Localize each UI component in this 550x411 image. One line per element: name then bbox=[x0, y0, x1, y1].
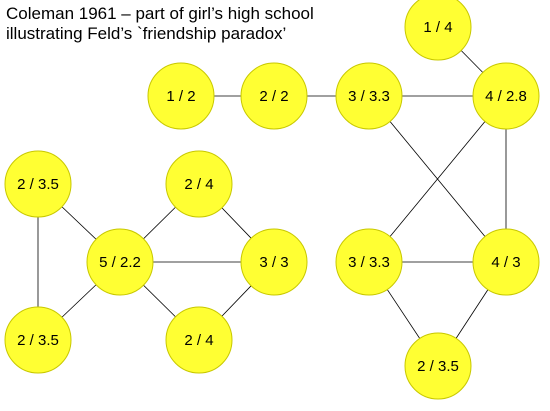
node-g: 2 / 4 bbox=[165, 150, 233, 218]
title-line-2: illustrating Feld’s `friendship paradox’ bbox=[6, 24, 287, 43]
node-label: 3 / 3 bbox=[259, 254, 288, 271]
node-d: 3 / 3.3 bbox=[335, 62, 403, 130]
node-label: 4 / 2.8 bbox=[485, 88, 527, 105]
node-label: 2 / 3.5 bbox=[17, 176, 59, 193]
node-e: 4 / 2.8 bbox=[472, 62, 540, 130]
node-h: 5 / 2.2 bbox=[86, 228, 154, 296]
node-circle bbox=[404, 332, 472, 400]
diagram-title: Coleman 1961 – part of girl’s high schoo… bbox=[6, 4, 314, 44]
node-label: 2 / 3.5 bbox=[17, 332, 59, 349]
title-line-1: Coleman 1961 – part of girl’s high schoo… bbox=[6, 4, 314, 23]
node-b: 1 / 2 bbox=[147, 62, 215, 130]
node-label: 5 / 2.2 bbox=[99, 254, 141, 271]
node-circle bbox=[4, 306, 72, 374]
node-n: 2 / 3.5 bbox=[404, 332, 472, 400]
node-circle bbox=[335, 228, 403, 296]
node-circle bbox=[472, 62, 540, 130]
node-circle bbox=[472, 228, 540, 296]
node-label: 3 / 3.3 bbox=[348, 254, 390, 271]
node-label: 2 / 4 bbox=[184, 332, 213, 349]
node-circle bbox=[240, 62, 308, 130]
node-circle bbox=[404, 0, 472, 61]
node-l: 3 / 3.3 bbox=[335, 228, 403, 296]
node-circle bbox=[165, 306, 233, 374]
node-k: 2 / 4 bbox=[165, 306, 233, 374]
node-m: 4 / 3 bbox=[472, 228, 540, 296]
node-j: 2 / 3.5 bbox=[4, 306, 72, 374]
node-label: 2 / 3.5 bbox=[417, 358, 459, 375]
node-circle bbox=[240, 228, 308, 296]
node-label: 4 / 3 bbox=[491, 254, 520, 271]
node-c: 2 / 2 bbox=[240, 62, 308, 130]
node-label: 2 / 4 bbox=[184, 176, 213, 193]
node-label: 1 / 4 bbox=[423, 19, 452, 36]
node-f: 2 / 3.5 bbox=[4, 150, 72, 218]
node-circle bbox=[147, 62, 215, 130]
node-circle bbox=[165, 150, 233, 218]
node-circle bbox=[4, 150, 72, 218]
node-circle bbox=[335, 62, 403, 130]
node-label: 3 / 3.3 bbox=[348, 88, 390, 105]
node-label: 1 / 2 bbox=[166, 88, 195, 105]
node-a: 1 / 4 bbox=[404, 0, 472, 61]
node-circle bbox=[86, 228, 154, 296]
node-i: 3 / 3 bbox=[240, 228, 308, 296]
node-label: 2 / 2 bbox=[259, 88, 288, 105]
node-layer: 1 / 4 1 / 2 2 / 2 3 / 3.3 4 / 2.8 2 / 3.5 2 / … bbox=[4, 0, 540, 400]
edge-e-l bbox=[368, 95, 507, 263]
